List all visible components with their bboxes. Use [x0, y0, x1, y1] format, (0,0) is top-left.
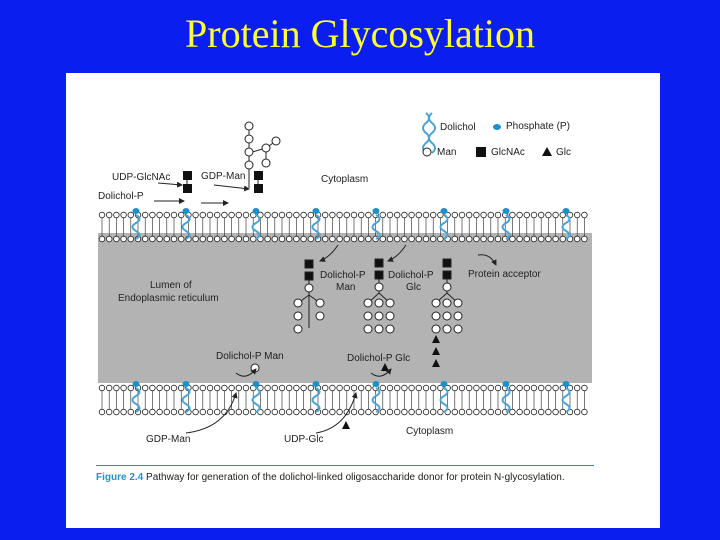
lumen-glycan-2 — [363, 258, 395, 334]
gdp-man-bottom-label: GDP-Man — [146, 434, 190, 445]
udp-glcnac-label: UDP-GlcNAc — [112, 172, 170, 183]
dolichol-p-label: Dolichol-P — [98, 191, 144, 202]
dolp-glc-label-1: Dolichol-P — [388, 270, 434, 281]
dolp-glc-label-2: Glc — [406, 282, 421, 293]
caption-rule — [96, 465, 594, 466]
figure-panel: Dolichol Phosphate (P) Man GlcNAc Glc UD… — [66, 73, 660, 528]
glcnac-legend-icon — [476, 147, 486, 157]
legend: Dolichol Phosphate (P) Man GlcNAc Glc — [422, 112, 571, 158]
membrane-bottom — [98, 381, 588, 416]
man-legend-icon — [422, 147, 432, 157]
glycosylation-diagram: Dolichol Phosphate (P) Man GlcNAc Glc UD… — [98, 112, 592, 445]
legend-man-label: Man — [437, 147, 456, 158]
lumen-glycan-1 — [293, 259, 325, 334]
protein-acceptor-label: Protein acceptor — [468, 269, 541, 280]
er-lumen — [98, 233, 592, 383]
gdp-man-top-label: GDP-Man — [201, 171, 245, 182]
figure-label: Figure 2.4 — [96, 472, 144, 483]
figure-caption: Figure 2.4 Pathway for generation of the… — [96, 471, 616, 484]
udp-glc-label: UDP-Glc — [284, 434, 323, 445]
dolp-man-label-2: Man — [336, 282, 355, 293]
caption-text: Pathway for generation of the dolichol-l… — [146, 472, 565, 483]
legend-dolichol-label: Dolichol — [440, 122, 476, 133]
legend-glc-label: Glc — [556, 147, 571, 158]
lumen-label-2: Endoplasmic reticulum — [118, 293, 219, 304]
legend-phosphate-label: Phosphate (P) — [506, 121, 570, 132]
membrane-top — [98, 208, 588, 243]
glc-legend-icon — [542, 147, 552, 156]
top-glycan-tree — [244, 121, 281, 188]
legend-glcnac-label: GlcNAc — [491, 147, 525, 158]
phosphate-legend-icon — [493, 124, 501, 130]
cytoplasm-top-label: Cytoplasm — [321, 174, 368, 185]
dolichol-p-man-label: Dolichol-P Man — [216, 351, 284, 362]
lumen-label-1: Lumen of — [150, 280, 192, 291]
dolp-man-label-1: Dolichol-P — [320, 270, 366, 281]
lumen-glycan-3 — [431, 258, 463, 367]
cytoplasm-bottom-label: Cytoplasm — [406, 426, 453, 437]
dolichol-p-glc-label: Dolichol-P Glc — [347, 353, 410, 364]
slide-title: Protein Glycosylation — [185, 11, 535, 56]
